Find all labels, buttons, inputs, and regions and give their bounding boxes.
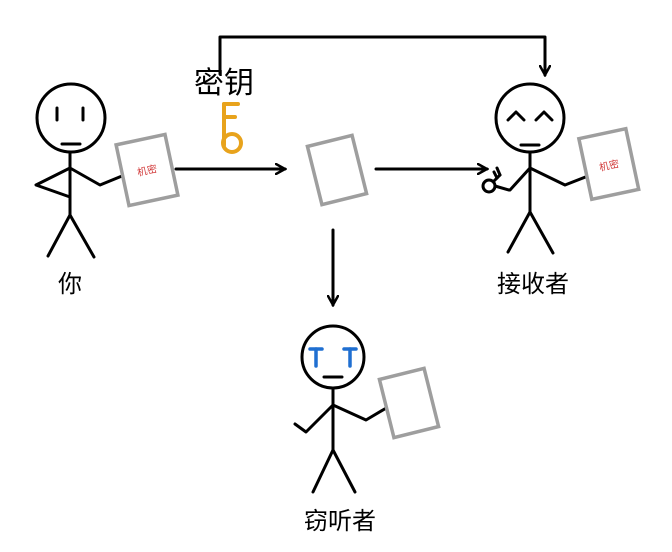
receiver-document: 机密 [576, 126, 641, 202]
eavesdropper-label: 窃听者 [304, 507, 376, 535]
sender-document-text: 机密 [136, 162, 158, 179]
key-path-arrow [218, 35, 545, 75]
key-icon [221, 102, 243, 154]
eavesdropper-document [377, 366, 441, 440]
receiver-figure [494, 82, 590, 255]
tears-face-icon [308, 347, 358, 368]
sender-figure [34, 82, 124, 259]
sender-label: 你 [58, 270, 82, 298]
key-label: 密钥 [194, 66, 254, 101]
receiver-label: 接收者 [497, 270, 569, 298]
receiver-key-icon [481, 166, 511, 194]
sender-document: 机密 [114, 132, 180, 208]
receiver-document-text: 机密 [598, 157, 620, 174]
transit-document [305, 133, 369, 207]
eavesdropper-figure [293, 324, 390, 494]
